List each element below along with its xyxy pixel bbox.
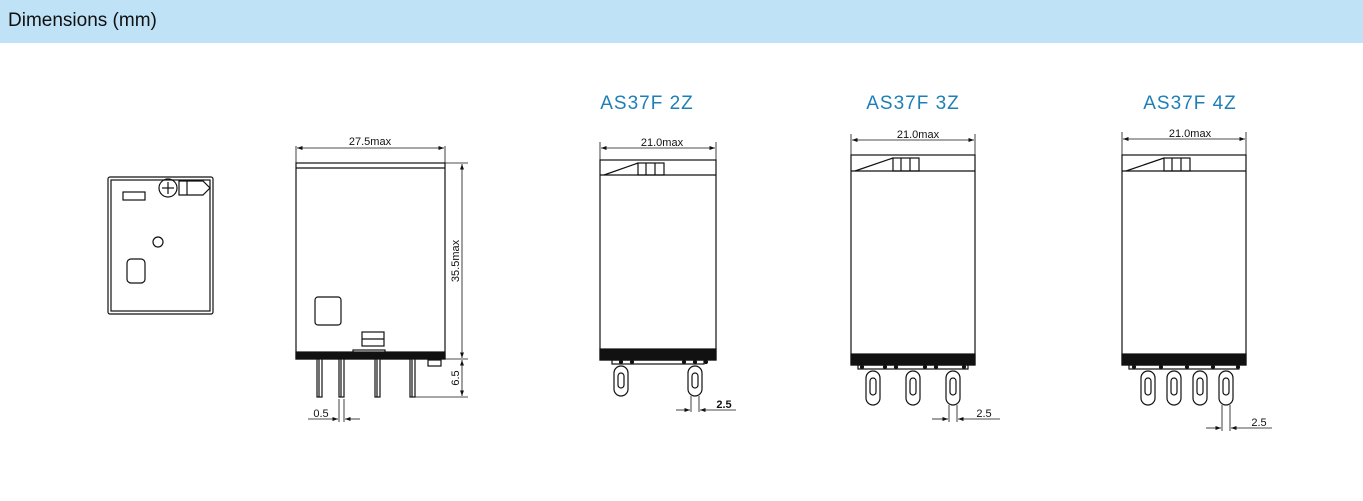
2z-pitch-label: 2.5	[716, 399, 731, 411]
model-title-4z: AS37F 4Z	[1143, 93, 1237, 114]
3z-pitch-label: 2.5	[976, 408, 991, 420]
4z-pitch-label: 2.5	[1251, 417, 1266, 429]
side-pin-length-label: 6.5	[450, 370, 462, 385]
model-title-3z: AS37F 3Z	[866, 93, 960, 114]
relay-side-view	[295, 162, 446, 398]
relay-2z-front-view	[599, 159, 717, 397]
2z-dimensions	[599, 142, 736, 412]
page-title: Dimensions (mm)	[8, 10, 157, 31]
side-dimensions	[295, 146, 468, 422]
header-bar: Dimensions (mm)	[0, 0, 1363, 43]
side-height-label: 35.5max	[450, 239, 462, 282]
model-title-2z: AS37F 2Z	[600, 93, 694, 114]
relay-3z-front-view	[850, 154, 976, 406]
3z-width-label: 21.0max	[897, 129, 940, 141]
3z-dimensions	[850, 134, 1000, 422]
side-pin-thickness-label: 0.5	[313, 408, 328, 420]
4z-dimensions	[1121, 132, 1272, 431]
dimension-drawings: 27.5max 35.5max 6.5 0.5 AS37F 2Z 21.0max…	[107, 93, 1272, 431]
side-width-label: 27.5max	[349, 136, 392, 148]
2z-width-label: 21.0max	[641, 137, 684, 149]
4z-width-label: 21.0max	[1169, 128, 1212, 140]
relay-4z-front-view	[1121, 154, 1247, 406]
relay-top-view	[107, 176, 214, 315]
